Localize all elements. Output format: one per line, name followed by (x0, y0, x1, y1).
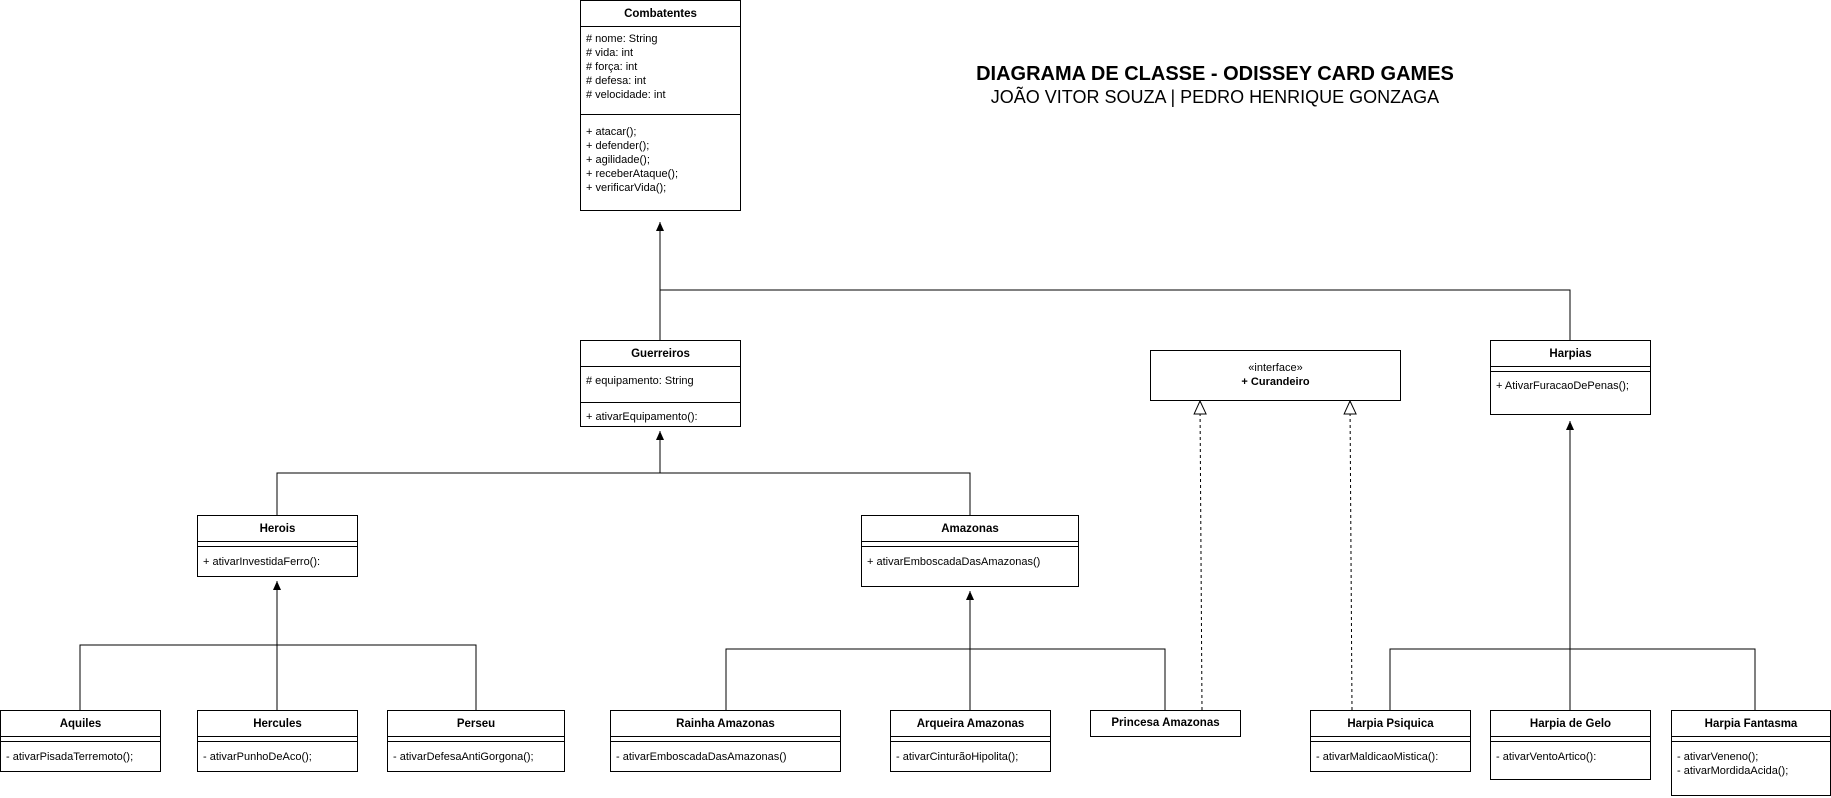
class-name: Combatentes (581, 1, 740, 27)
operation-list: - ativarMaldicaoMistica(): (1311, 742, 1470, 768)
operation-list: - ativarDefesaAntiGorgona(); (388, 742, 564, 768)
operation: - ativarPunhoDeAco(); (203, 751, 312, 763)
operation-list: - ativarPisadaTerremoto(); (1, 742, 160, 768)
operation: - ativarCinturãoHipolita(); (896, 751, 1019, 763)
empty-attribute-compartment (862, 542, 1078, 547)
class-guerreiros[interactable]: Guerreiros # equipamento: String + ativa… (580, 340, 741, 427)
operation-list: - ativarVeneno(); - ativarMordidaAcida()… (1672, 742, 1830, 782)
attribute: # vida: int (586, 47, 634, 59)
attribute: # nome: String (586, 33, 658, 45)
class-name: Perseu (388, 711, 564, 737)
operation-list: + ativarEquipamento(): (581, 402, 740, 428)
operation: + ativarEquipamento(): (586, 411, 698, 423)
empty-attribute-compartment (1491, 367, 1650, 372)
operation-list: - ativarEmboscadaDasAmazonas() (611, 742, 840, 768)
class-name: Harpia Fantasma (1672, 711, 1830, 737)
empty-attribute-compartment (1491, 737, 1650, 742)
link-rainha-amazonas (725, 648, 1166, 710)
empty-attribute-compartment (198, 737, 357, 742)
class-combatentes[interactable]: Combatentes # nome: String # vida: int #… (580, 0, 741, 211)
diagram-authors: JOÃO VITOR SOUZA | PEDRO HENRIQUE GONZAG… (990, 87, 1440, 107)
attribute: # equipamento: String (586, 375, 694, 387)
attribute: # força: int (586, 61, 638, 73)
operation: - ativarVeneno(); (1677, 751, 1759, 763)
diagram-title-block: DIAGRAMA DE CLASSE - ODISSEY CARD GAMES … (900, 62, 1530, 108)
link-harpias-combatentes (656, 222, 1571, 340)
class-herois[interactable]: Herois + ativarInvestidaFerro(): (197, 515, 358, 577)
class-name: + Curandeiro (1241, 376, 1310, 388)
operation: + defender(); (586, 140, 650, 152)
operation-list: - ativarPunhoDeAco(); (198, 742, 357, 768)
realization-psiquica-curandeiro (1343, 399, 1357, 711)
class-harpia-fantasma[interactable]: Harpia Fantasma - ativarVeneno(); - ativ… (1671, 710, 1831, 796)
empty-attribute-compartment (611, 737, 840, 742)
class-name: Harpia de Gelo (1491, 711, 1650, 737)
operation: - ativarPisadaTerremoto(); (6, 751, 134, 763)
link-aquiles-herois (79, 644, 477, 710)
class-rainha-amazonas[interactable]: Rainha Amazonas - ativarEmboscadaDasAmaz… (610, 710, 841, 772)
class-name: Amazonas (862, 516, 1078, 542)
realization-princesa-curandeiro (1193, 399, 1207, 711)
operation: - ativarDefesaAntiGorgona(); (393, 751, 534, 763)
operation-list: + ativarEmboscadaDasAmazonas() (862, 547, 1078, 573)
empty-attribute-compartment (198, 542, 357, 547)
class-harpias[interactable]: Harpias + AtivarFuracaoDePenas(); (1490, 340, 1651, 415)
class-name: Herois (198, 516, 357, 542)
class-amazonas[interactable]: Amazonas + ativarEmboscadaDasAmazonas() (861, 515, 1079, 587)
operation: + ativarInvestidaFerro(): (203, 556, 321, 568)
class-name: Harpia Psiquica (1311, 711, 1470, 737)
operation-list: - ativarVentoArtico(): (1491, 742, 1650, 768)
operation: - ativarEmboscadaDasAmazonas() (616, 751, 787, 763)
class-name: Rainha Amazonas (611, 711, 840, 737)
class-name: Arqueira Amazonas (891, 711, 1050, 737)
operation: + verificarVida(); (586, 182, 667, 194)
link-psiquica-harpias (1389, 648, 1756, 710)
class-hercules[interactable]: Hercules - ativarPunhoDeAco(); (197, 710, 358, 772)
operation: + agilidade(); (586, 154, 650, 166)
attribute: # defesa: int (586, 75, 646, 87)
operation: + atacar(); (586, 126, 637, 138)
class-name: Guerreiros (581, 341, 740, 367)
operation: + receberAtaque(); (586, 168, 679, 180)
class-perseu[interactable]: Perseu - ativarDefesaAntiGorgona(); (387, 710, 565, 772)
attribute-list: # equipamento: String (581, 367, 740, 402)
class-harpia-psiquica[interactable]: Harpia Psiquica - ativarMaldicaoMistica(… (1310, 710, 1471, 772)
class-name: Hercules (198, 711, 357, 737)
operation: - ativarMordidaAcida(); (1677, 765, 1789, 777)
link-herois-guerreiros (276, 472, 660, 515)
operation: + AtivarFuracaoDePenas(); (1496, 380, 1629, 392)
empty-attribute-compartment (1311, 737, 1470, 742)
operation: + ativarEmboscadaDasAmazonas() (867, 556, 1041, 568)
class-name: Aquiles (1, 711, 160, 737)
class-princesa-amazonas[interactable]: Princesa Amazonas (1090, 710, 1241, 737)
operation-list: + ativarInvestidaFerro(): (198, 547, 357, 573)
diagram-title: DIAGRAMA DE CLASSE - ODISSEY CARD GAMES (976, 63, 1454, 85)
operation: - ativarVentoArtico(): (1496, 751, 1597, 763)
empty-attribute-compartment (891, 737, 1050, 742)
operation-list: + atacar(); + defender(); + agilidade();… (581, 114, 740, 199)
operation-list: - ativarCinturãoHipolita(); (891, 742, 1050, 768)
operation: - ativarMaldicaoMistica(): (1316, 751, 1439, 763)
attribute-list: # nome: String # vida: int # força: int … (581, 27, 740, 114)
link-amazonas-guerreiros (656, 431, 971, 515)
class-aquiles[interactable]: Aquiles - ativarPisadaTerremoto(); (0, 710, 161, 772)
class-name: Harpias (1491, 341, 1650, 367)
empty-attribute-compartment (1672, 737, 1830, 742)
empty-attribute-compartment (1, 737, 160, 742)
operation-list: + AtivarFuracaoDePenas(); (1491, 372, 1650, 397)
class-harpia-de-gelo[interactable]: Harpia de Gelo - ativarVentoArtico(): (1490, 710, 1651, 780)
class-arqueira-amazonas[interactable]: Arqueira Amazonas - ativarCinturãoHipoli… (890, 710, 1051, 772)
interface-curandeiro[interactable]: «interface» + Curandeiro (1150, 350, 1401, 401)
empty-attribute-compartment (388, 737, 564, 742)
class-name: Princesa Amazonas (1111, 717, 1220, 729)
stereotype-label: «interface» (1248, 362, 1303, 374)
attribute: # velocidade: int (586, 89, 666, 101)
